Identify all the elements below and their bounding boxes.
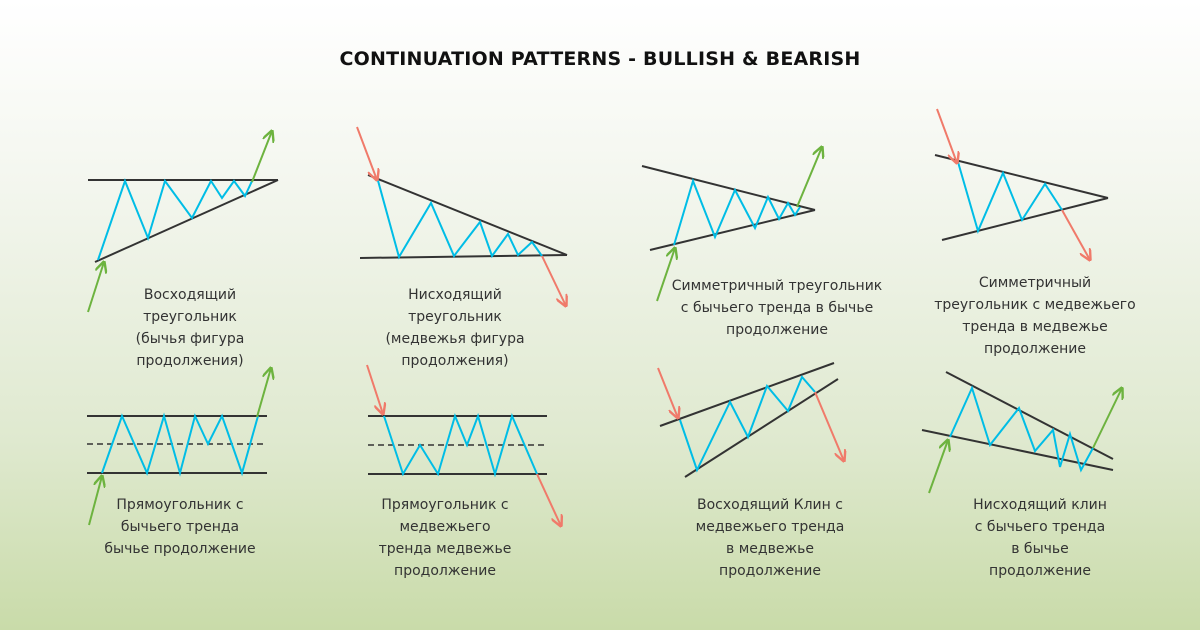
pattern-ascending-triangle [87,131,279,313]
bullish-arrow-out [1092,388,1122,449]
bearish-arrow-in [356,126,377,180]
price-zigzag [949,385,1094,473]
caption-symmetrical-triangle-bearish: Симметричный треугольник с медвежьего тр… [920,272,1150,360]
caption-line: (медвежья фигура [385,331,525,347]
pattern-rectangle-bullish [87,368,271,526]
price-zigzag [957,161,1063,234]
caption-line: с бычьего тренда [974,519,1106,535]
price-zigzag [383,412,538,478]
support-line [649,209,816,251]
caption-rectangle-bearish: Прямоугольник с медвежьего тренда медвеж… [345,494,545,582]
caption-line: продолжение [984,341,1086,357]
caption-line: продолжение [394,563,496,579]
bullish-arrow-out [256,368,271,418]
price-zigzag [101,412,259,477]
bearish-arrow-out [814,391,844,461]
caption-line: Симметричный треугольник [671,278,883,294]
caption-line: медвежьего тренда [695,519,845,535]
resistance-line [659,362,835,427]
support-line [359,254,568,259]
caption-line: Прямоугольник с [116,497,244,513]
caption-rectangle-bullish: Прямоугольник с бычьего тренда бычье про… [80,494,280,560]
caption-line: Нисходящий клин [973,497,1107,513]
caption-line: треугольник [143,309,237,325]
page-title: CONTINUATION PATTERNS - BULLISH & BEARIS… [339,48,861,70]
caption-line: бычьего тренда [120,519,240,535]
caption-line: продолжения) [401,353,509,369]
bearish-arrow-in [936,108,957,163]
bearish-arrow-in [366,364,383,414]
pattern-symmetrical-triangle-bullish [641,147,822,302]
caption-line: в бычье [1011,541,1069,557]
caption-line: Восходящий [143,287,237,303]
caption-descending-triangle: Нисходящий треугольник (медвежья фигура … [355,284,555,372]
bullish-arrow-in [656,248,675,302]
bearish-arrow-out [541,255,566,306]
bullish-arrow-out [251,131,272,183]
caption-line: продолжение [719,563,821,579]
caption-line: продолжения) [136,353,244,369]
caption-ascending-triangle: Восходящий треугольник (бычья фигура про… [90,284,290,372]
caption-line: (бычья фигура [135,331,245,347]
pattern-falling-wedge-bullish [921,371,1122,494]
caption-line: треугольник [408,309,502,325]
price-zigzag [376,176,543,260]
pattern-rising-wedge-bearish [657,362,844,478]
price-zigzag [97,178,253,261]
caption-line: треугольник с медвежьего [934,297,1136,313]
caption-symmetrical-triangle-bullish: Симметричный треугольник с бычьего тренд… [652,275,902,341]
bullish-arrow-in [88,476,102,526]
caption-line: в медвежье [726,541,814,557]
caption-line: Восходящий Клин с [697,497,843,513]
caption-line: бычье продолжение [104,541,256,557]
caption-line: Прямоугольник с [381,497,509,513]
bearish-arrow-out [536,473,561,526]
resistance-line [367,174,568,256]
resistance-line [934,154,1109,199]
caption-falling-wedge-bullish: Нисходящий клин с бычьего тренда в бычье… [940,494,1140,582]
support-line [684,378,839,478]
price-zigzag [673,177,801,246]
resistance-line [945,371,1114,460]
pattern-descending-triangle [356,126,568,306]
caption-line: тренда в медвежье [962,319,1108,335]
bearish-arrow-out [1061,209,1090,260]
caption-line: продолжение [726,322,828,338]
caption-line: с бычьего тренда в бычье [680,300,874,316]
pattern-rectangle-bearish [366,364,561,526]
caption-line: тренда медвежье [378,541,512,557]
bearish-arrow-in [657,367,678,418]
caption-line: Нисходящий [408,287,502,303]
bullish-arrow-out [796,147,822,208]
caption-rising-wedge-bearish: Восходящий Клин с медвежьего тренда в ме… [670,494,870,582]
bullish-arrow-in [87,262,104,313]
pattern-symmetrical-triangle-bearish [934,108,1109,260]
support-line [921,429,1114,471]
support-line [941,197,1109,241]
support-line [94,179,279,263]
caption-line: продолжение [989,563,1091,579]
caption-line: медвежьего [399,519,491,535]
bullish-arrow-in [928,440,948,494]
price-zigzag [679,375,816,473]
caption-line: Симметричный [978,275,1092,291]
resistance-line [641,165,816,211]
